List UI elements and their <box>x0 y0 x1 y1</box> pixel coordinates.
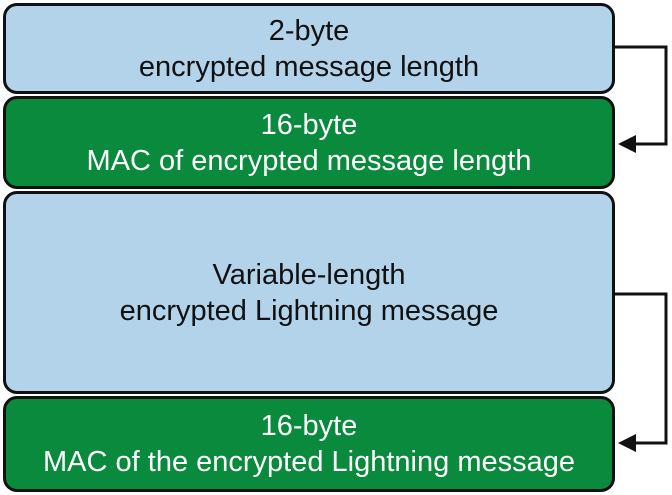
encrypted-message-size-label: Variable-length <box>212 258 406 291</box>
encrypted-length-size-label: 2-byte <box>268 14 350 47</box>
message-to-mac-arrow-line <box>615 292 668 445</box>
encrypted-length-description: encrypted message length <box>138 50 480 83</box>
encrypted-message-description: encrypted Lightning message <box>119 294 499 327</box>
encrypted-length-block: 2-byte encrypted message length <box>3 3 615 94</box>
message-to-mac-arrow <box>615 292 668 452</box>
length-to-mac-arrowhead <box>618 135 636 153</box>
length-mac-block: 16-byte MAC of encrypted message length <box>3 96 615 189</box>
length-to-mac-arrow <box>615 45 668 153</box>
length-mac-description: MAC of encrypted message length <box>86 144 532 177</box>
message-mac-block: 16-byte MAC of the encrypted Lightning m… <box>3 396 615 492</box>
message-to-mac-arrowhead <box>618 434 636 452</box>
length-to-mac-arrow-line <box>615 45 668 146</box>
length-mac-size-label: 16-byte <box>260 108 358 141</box>
encrypted-message-block: Variable-length encrypted Lightning mess… <box>3 191 615 394</box>
message-mac-description: MAC of the encrypted Lightning message <box>43 446 575 478</box>
message-mac-size-label: 16-byte <box>260 410 358 442</box>
